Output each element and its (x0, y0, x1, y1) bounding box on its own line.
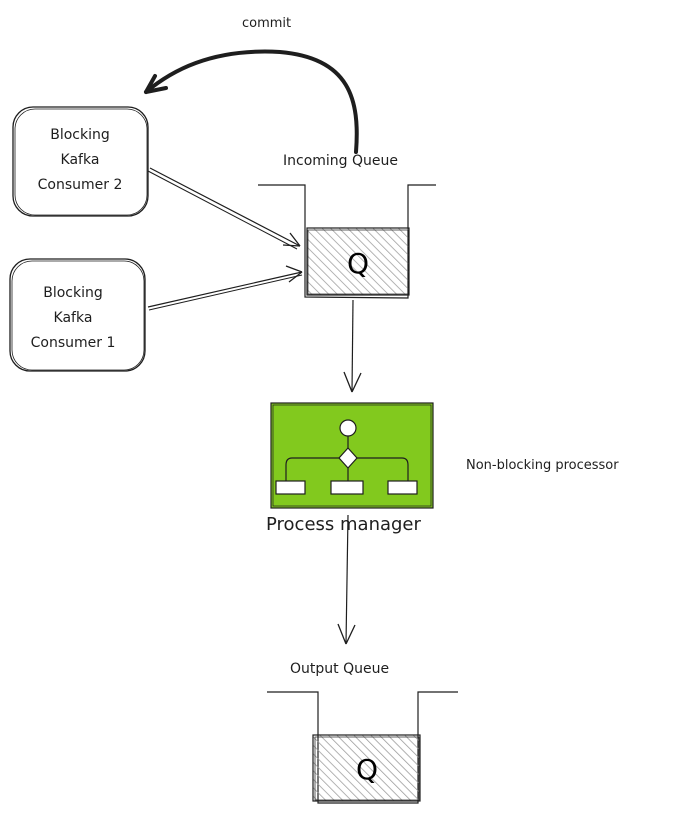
output-queue-title: Output Queue (290, 661, 389, 677)
commit-arrow (144, 49, 359, 154)
commit-label: commit (242, 16, 291, 31)
incoming-queue-symbol: Q (347, 247, 369, 280)
incoming-queue: Q (258, 184, 436, 299)
queue-to-processor-arrow (343, 299, 362, 393)
output-queue-symbol: Q (356, 753, 378, 786)
process-manager (270, 402, 434, 509)
consumer1-line1: Blocking (43, 285, 103, 301)
process-manager-label: Process manager (266, 514, 422, 535)
consumer2-line1: Blocking (50, 127, 110, 143)
consumer1-to-queue-arrow (147, 265, 303, 311)
flowchart-icon (275, 419, 418, 495)
consumer2-line2: Kafka (61, 152, 100, 168)
incoming-queue-title: Incoming Queue (283, 153, 398, 169)
kafka-consumer-2: Blocking Kafka Consumer 2 (12, 106, 149, 217)
consumer2-to-queue-arrow (147, 167, 301, 250)
consumer1-line3: Consumer 1 (31, 335, 116, 351)
output-queue: Q (267, 691, 458, 804)
consumer2-line3: Consumer 2 (38, 177, 123, 193)
non-blocking-processor-note: Non-blocking processor (466, 458, 619, 473)
kafka-consumer-1: Blocking Kafka Consumer 1 (9, 258, 146, 372)
consumer1-line2: Kafka (54, 310, 93, 326)
processor-to-output-arrow (337, 514, 356, 645)
